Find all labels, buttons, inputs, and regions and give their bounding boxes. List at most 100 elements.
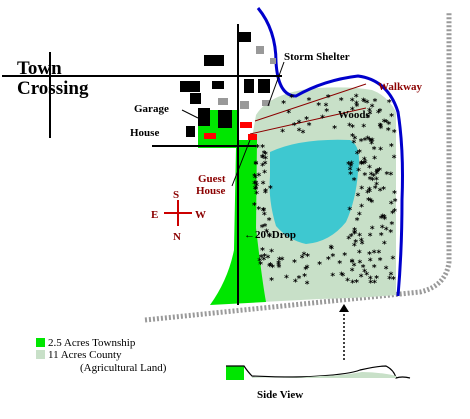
tree-mark: * — [349, 160, 354, 170]
grey-buildings — [218, 46, 276, 109]
tree-mark: * — [329, 245, 334, 255]
tree-mark: * — [352, 139, 357, 149]
tree-mark: * — [380, 213, 385, 223]
tree-mark: * — [370, 103, 375, 113]
tree-mark: * — [350, 279, 355, 289]
house-label: House — [130, 127, 159, 139]
garage-label: Garage — [134, 103, 169, 115]
tree-mark: * — [367, 164, 372, 174]
tree-mark: * — [302, 251, 307, 261]
tree-mark: * — [372, 249, 377, 259]
tree-mark: * — [371, 172, 376, 182]
compass-n-label: N — [173, 231, 181, 243]
tree-mark: * — [267, 232, 272, 242]
tree-mark: * — [368, 275, 373, 285]
tree-mark: * — [362, 160, 367, 170]
tree-mark: * — [281, 100, 286, 110]
tree-mark: * — [339, 271, 344, 281]
tree-mark: * — [375, 167, 380, 177]
tree-mark: * — [349, 232, 354, 242]
tree-mark: * — [346, 235, 351, 245]
tree-mark: * — [367, 137, 372, 147]
tree-mark: * — [262, 211, 267, 221]
tree-mark: * — [363, 171, 368, 181]
walkway-label: Walkway — [378, 81, 423, 93]
tree-mark: * — [378, 257, 383, 267]
tree-mark: * — [276, 260, 281, 270]
tree-mark: * — [332, 124, 337, 134]
tree-mark: * — [262, 169, 267, 179]
tree-mark: * — [387, 98, 392, 108]
tree-mark: * — [357, 249, 362, 259]
tree-mark: * — [367, 186, 372, 196]
tree-mark: * — [378, 122, 383, 132]
tree-mark: * — [280, 128, 285, 138]
tree-mark: * — [361, 123, 366, 133]
tree-mark: * — [352, 242, 357, 252]
tree-mark: * — [346, 161, 351, 171]
tree-mark: * — [368, 176, 373, 186]
tree-mark: * — [359, 185, 364, 195]
tree-mark: * — [347, 122, 352, 132]
tree-mark: * — [372, 155, 377, 165]
tree-mark: * — [368, 257, 373, 267]
tree-mark: * — [354, 100, 359, 110]
tree-mark: * — [392, 208, 397, 218]
tree-mark: * — [270, 263, 275, 273]
tree-mark: * — [353, 238, 358, 248]
tree-mark: * — [361, 264, 366, 274]
tree-mark: * — [342, 251, 347, 261]
tree-mark: * — [261, 180, 266, 190]
tree-mark: * — [390, 220, 395, 230]
tree-mark: * — [378, 187, 383, 197]
tree-mark: * — [372, 146, 377, 156]
tree-mark: * — [391, 255, 396, 265]
storm-shelter-pointer — [267, 61, 285, 107]
tree-mark: * — [368, 279, 373, 289]
tree-mark: * — [330, 272, 335, 282]
tree-mark: * — [392, 129, 397, 139]
tree-mark: * — [324, 107, 329, 117]
tree-mark: * — [258, 260, 263, 270]
tree-mark: * — [388, 229, 393, 239]
tree-mark: * — [329, 244, 334, 254]
tree-mark: * — [355, 102, 360, 112]
tree-mark: * — [263, 188, 268, 198]
compass-e-label: E — [151, 209, 158, 221]
tree-mark: * — [263, 151, 268, 161]
woods-trees: ****************************************… — [252, 93, 398, 290]
tree-mark: * — [317, 260, 322, 270]
tree-mark: * — [252, 202, 257, 212]
tree-mark: * — [269, 276, 274, 286]
tree-mark: * — [267, 233, 272, 243]
tree-mark: * — [297, 119, 302, 129]
tree-mark: * — [356, 192, 361, 202]
tree-mark: * — [262, 253, 267, 263]
tree-mark: * — [305, 264, 310, 274]
tree-mark: * — [286, 109, 291, 119]
tree-mark: * — [293, 278, 298, 288]
tree-mark: * — [280, 256, 285, 266]
railroad-track — [144, 12, 452, 323]
tree-mark: * — [358, 259, 363, 269]
tree-mark: * — [372, 263, 377, 273]
tree-mark: * — [267, 262, 272, 272]
tree-mark: * — [339, 96, 344, 106]
tree-mark: * — [307, 96, 312, 106]
tree-mark: * — [284, 274, 289, 284]
tree-mark: * — [254, 180, 259, 190]
tree-mark: * — [349, 162, 354, 172]
tree-mark: * — [392, 154, 397, 164]
tree-mark: * — [389, 171, 394, 181]
tree-mark: * — [380, 224, 385, 234]
tree-mark: * — [359, 237, 364, 247]
tree-mark: * — [352, 229, 357, 239]
tree-mark: * — [350, 258, 355, 268]
tree-mark: * — [373, 98, 378, 108]
tree-mark: * — [359, 161, 364, 171]
tree-mark: * — [269, 248, 274, 258]
tree-mark: * — [300, 254, 305, 264]
tree-mark: * — [292, 122, 297, 132]
tree-mark: * — [353, 135, 358, 145]
legend-agri-text: (Agricultural Land) — [80, 362, 167, 374]
